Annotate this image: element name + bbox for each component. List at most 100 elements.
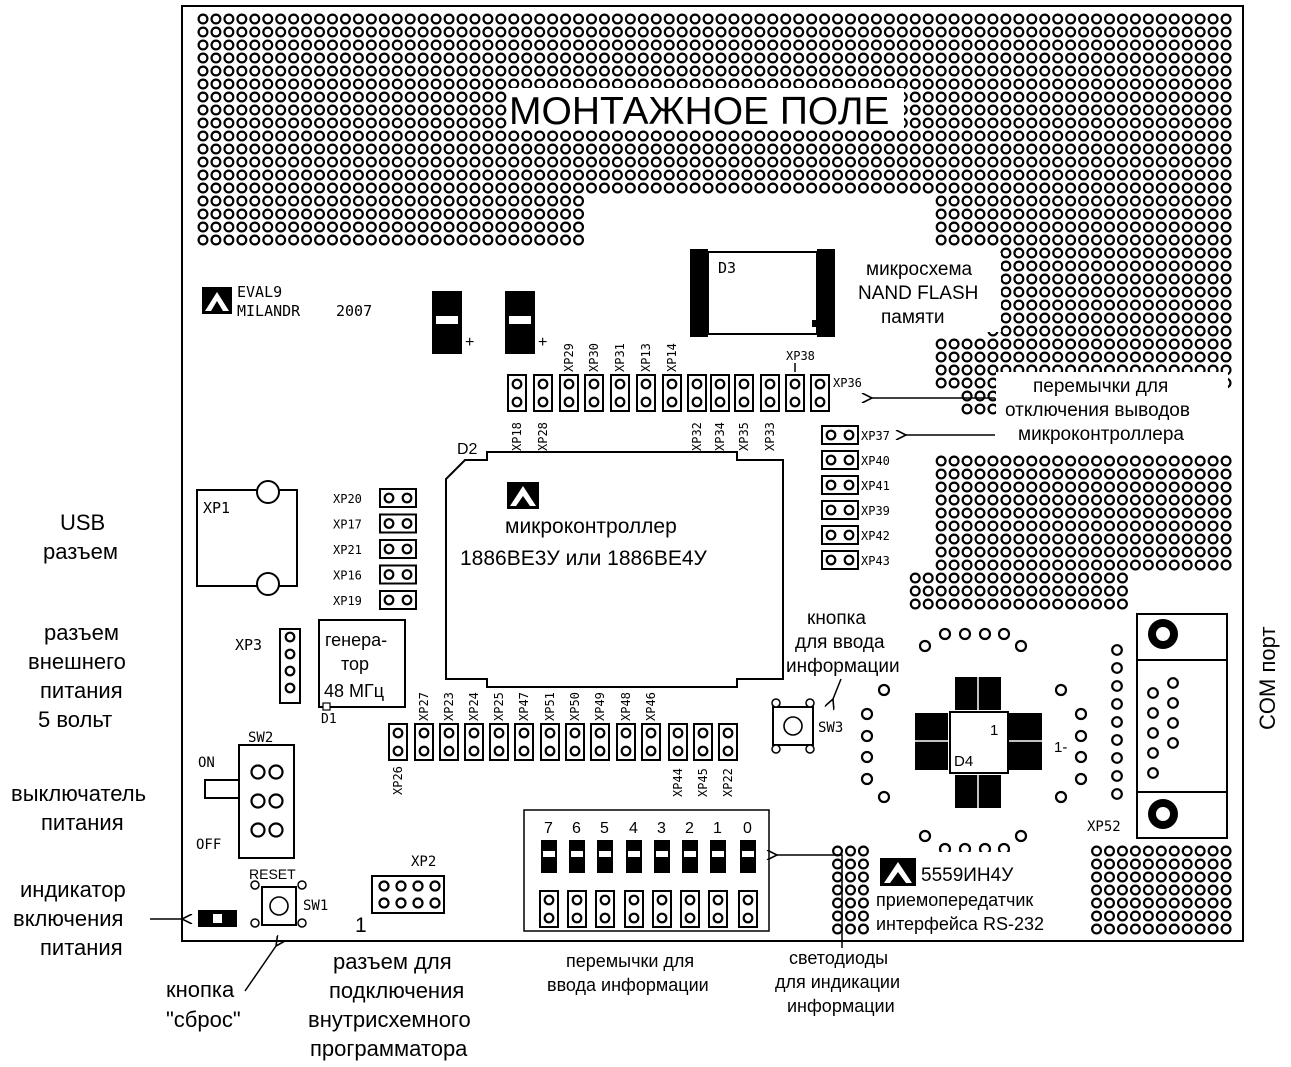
sw2-on: ON: [198, 755, 215, 771]
left-jumper-label: XP19: [333, 594, 362, 608]
xp52-ref: XP52: [1087, 819, 1121, 835]
right-jumper-label: XP43: [861, 554, 890, 568]
bottom-jumper-label-up: XP50: [568, 692, 582, 721]
power-switch-sw2: [204, 744, 295, 859]
mcu-part: 1886ВЕ3У или 1886ВЕ4У: [460, 547, 708, 570]
right-jumper-label: XP39: [861, 504, 890, 518]
dip-number: 4: [629, 820, 638, 837]
svg-text:+: +: [538, 334, 547, 351]
reset-button-sw1: [250, 880, 307, 928]
led-ind-label-3: питания: [40, 935, 123, 960]
dip-number: 3: [657, 820, 666, 837]
dip-number: 6: [572, 820, 581, 837]
d2-ref: D2: [457, 441, 478, 458]
bottom-jumper-label-up: XP23: [442, 692, 456, 721]
xp36-label: XP36: [833, 376, 862, 390]
nand-line2: NAND FLASH: [858, 283, 978, 304]
com-connector-xp52: [1136, 613, 1228, 839]
gen-line3: 48 МГц: [324, 681, 384, 701]
top-jumper-label-down: XP32: [690, 422, 704, 451]
top-jumper-label-up: XP29: [562, 343, 576, 372]
generator-d1: [318, 619, 406, 711]
prog-label-4: программатора: [310, 1036, 468, 1061]
usb-label-1: USB: [60, 510, 105, 535]
prog-label-3: внутрисхемного: [308, 1007, 471, 1032]
btn-line2: для ввода: [795, 632, 885, 653]
d1-ref: D1: [321, 712, 337, 727]
usb-label-2: разъем: [43, 539, 118, 564]
dip-number: 7: [544, 820, 553, 837]
prog-label-2: подключения: [329, 978, 464, 1003]
reset-label-2: "сброс": [166, 1007, 241, 1032]
jin-label-2: ввода информации: [547, 975, 709, 995]
com-label: COM порт: [1255, 627, 1280, 730]
prog-label-1: разъем для: [333, 949, 452, 974]
xp2-pin1: 1: [355, 914, 367, 937]
chip-d3-flash: [690, 249, 835, 337]
right-jumper-label: XP40: [861, 454, 890, 468]
bottom-jumper-label-up: XP46: [644, 692, 658, 721]
jdis-line3: микроконтроллера: [1018, 424, 1184, 445]
bottom-jumper-label-up: XP48: [619, 692, 633, 721]
transceiver-socket: [860, 627, 1088, 856]
bottom-jumper-label-up: XP47: [517, 692, 531, 721]
power-led: [198, 910, 237, 927]
jdis-line1: перемычки для: [1033, 376, 1168, 397]
sw3-ref: SW3: [818, 720, 843, 736]
xp52-pin1: 1-: [1054, 739, 1067, 756]
top-jumper-label-up: XP14: [665, 343, 679, 372]
top-jumper-label-down: XP34: [713, 422, 727, 451]
right-jumper-label: XP42: [861, 529, 890, 543]
logo-year: 2007: [336, 302, 372, 320]
nand-line1: микросхема: [866, 259, 973, 280]
bottom-jumper-label-down: XP45: [696, 768, 710, 797]
pwr-label-1: разъем: [44, 620, 119, 645]
chip-d2-mcu: [445, 451, 784, 688]
transceiver-line2: интерфейса RS-232: [876, 914, 1044, 934]
d4-pin1: 1: [990, 722, 998, 739]
title-backdrop: [508, 88, 904, 130]
top-jumper-label-down: XP18: [510, 422, 524, 451]
svg-text:+: +: [465, 334, 474, 351]
programmer-connector-xp2: [371, 875, 445, 914]
reset-label-1: кнопка: [166, 977, 235, 1002]
pwr-label-2: внешнего: [28, 649, 126, 674]
led-ind-label-2: включения: [13, 906, 123, 931]
top-jumper-label-down: XP33: [763, 422, 777, 451]
switch-label-2: питания: [41, 810, 124, 835]
bottom-jumper-label-down: XP44: [671, 768, 685, 797]
bottom-jumper-label-up: XP49: [593, 692, 607, 721]
btn-line1: кнопка: [807, 608, 866, 629]
transceiver-logo: [880, 858, 916, 886]
top-jumper-label-up: XP30: [587, 343, 601, 372]
dip-block: [523, 809, 770, 932]
bottom-jumper-label-up: XP51: [543, 692, 557, 721]
left-jumper-label: XP16: [333, 569, 362, 583]
right-jumper-label: XP41: [861, 479, 890, 493]
input-button-sw3: [771, 698, 815, 754]
pwr-label-4: 5 вольт: [38, 707, 112, 732]
gen-line2: тор: [341, 654, 369, 674]
mcu-logo: [507, 482, 539, 509]
jin-label-1: перемычки для: [566, 951, 694, 971]
logo-line2: MILANDR: [237, 302, 301, 320]
nand-label-backdrop: [855, 253, 1001, 332]
xp38-label: XP38: [786, 349, 815, 363]
sw1-ref: SW1: [303, 898, 328, 914]
dip-number: 5: [600, 820, 609, 837]
field-title: МОНТАЖНОЕ ПОЛЕ: [509, 90, 889, 133]
mcu-name: микроконтроллер: [505, 515, 677, 538]
d3-ref: D3: [718, 259, 736, 277]
reset-label: RESET: [249, 866, 296, 882]
sw2-off: OFF: [196, 837, 221, 853]
milandr-logo: [202, 287, 232, 314]
dip-number: 1: [713, 820, 722, 837]
xp3-ref: XP3: [235, 636, 262, 654]
btn-line3: информации: [786, 656, 900, 677]
led-label-2: для индикации: [775, 972, 900, 992]
nand-line3: памяти: [881, 307, 945, 328]
